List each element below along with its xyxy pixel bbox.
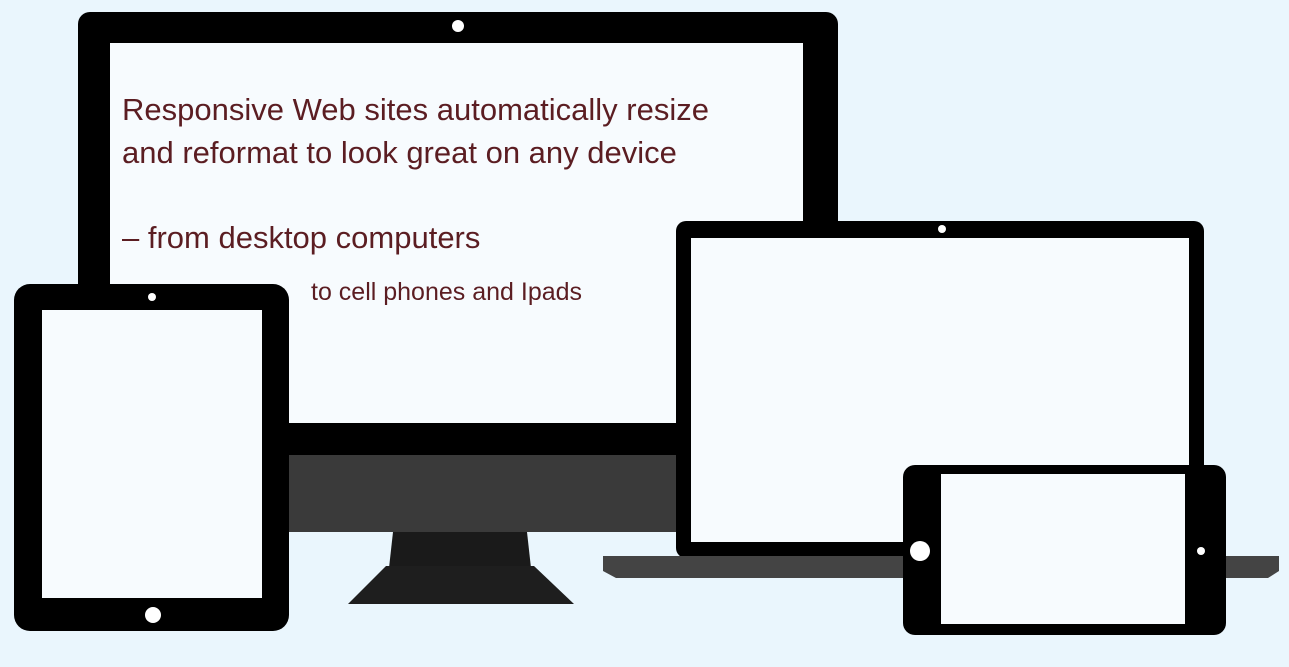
cell-phones-line: to cell phones and Ipads bbox=[311, 278, 583, 306]
smartphone-icon bbox=[903, 465, 1226, 635]
headline-line-1: Responsive Web sites automatically resiz… bbox=[122, 92, 709, 127]
headline-line-2: and reformat to look great on any device bbox=[122, 135, 677, 170]
desktop-computers-line: – from desktop computers bbox=[122, 220, 481, 255]
tablet-icon bbox=[14, 284, 289, 631]
headline: Responsive Web sites automatically resiz… bbox=[122, 88, 802, 174]
